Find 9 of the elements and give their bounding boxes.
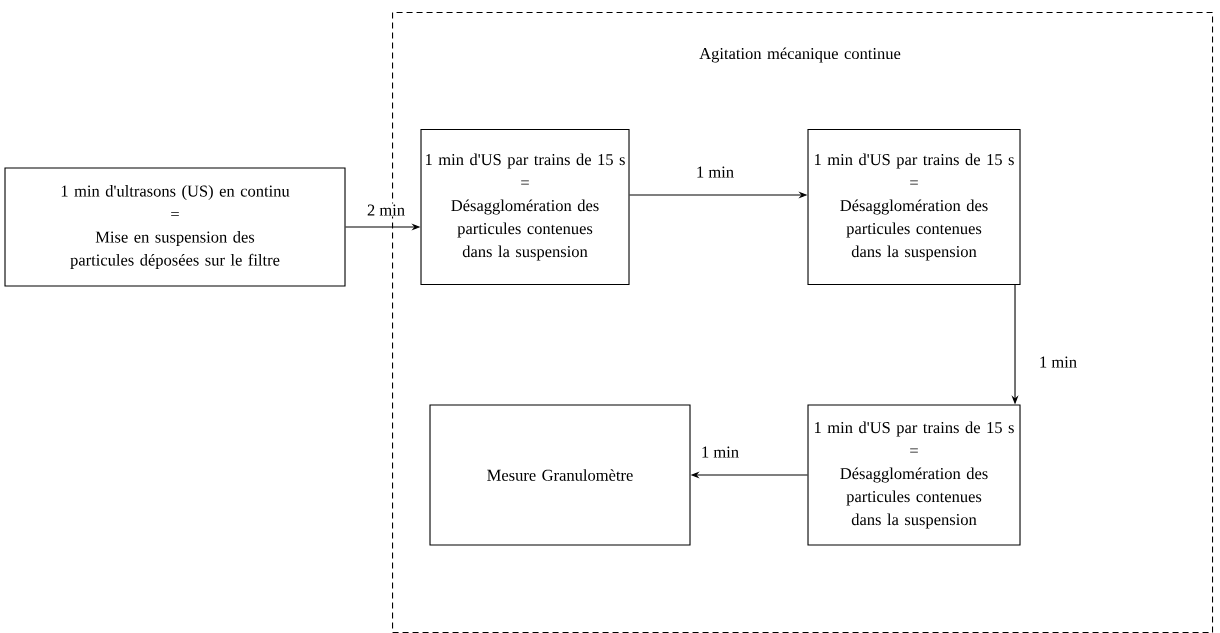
edge-label: 1 min (1038, 355, 1079, 369)
edge-label: 2 min (366, 203, 407, 217)
process-box: Mesure Granulomètre (429, 404, 691, 546)
process-box: 1 min d'US par trains de 15 s = Désagglomération des particules contenues dans la suspension (420, 128, 630, 286)
process-box: 1 min d'ultrasons (US) en continu = Mise en suspension des particules déposées sur le filtre (4, 167, 346, 287)
process-box: 1 min d'US par trains de 15 s = Désagglomération des particules contenues dans la suspension (807, 404, 1021, 546)
edge-label: 1 min (695, 165, 736, 179)
edge-label: 1 min (700, 445, 741, 459)
process-box: 1 min d'US par trains de 15 s = Désagglomération des particules contenues dans la suspension (807, 128, 1021, 286)
